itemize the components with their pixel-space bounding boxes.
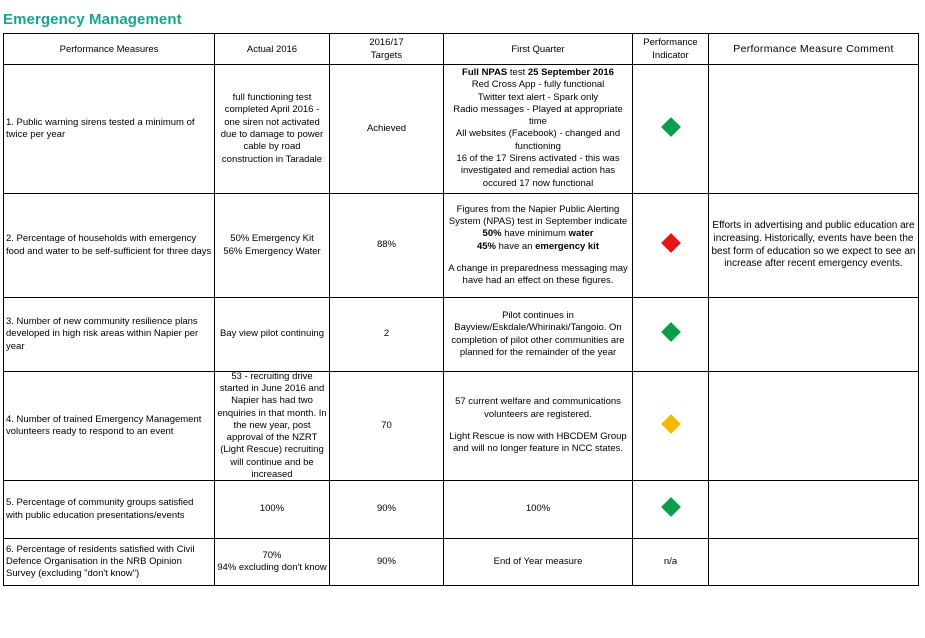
comment-cell xyxy=(708,538,919,586)
comment-cell xyxy=(708,297,919,372)
quarter-line: 45% have an emergency kit xyxy=(446,241,630,253)
comment-cell xyxy=(708,371,919,481)
table-row: 2. Percentage of households with emergen… xyxy=(3,193,919,298)
header-performance-measures: Performance Measures xyxy=(3,33,215,65)
performance-table: Performance Measures Actual 2016 2016/17… xyxy=(3,33,919,586)
target-cell: 90% xyxy=(329,538,444,586)
actual-line: 94% excluding don't know xyxy=(217,562,327,573)
quarter-line: Radio messages - Played at appropriate t… xyxy=(453,103,623,128)
actual-cell: Bay view pilot continuing xyxy=(214,297,330,372)
quarter-line: Twitter text alert - Spark only xyxy=(477,91,599,103)
measure-cell: 6. Percentage of residents satisfied wit… xyxy=(3,538,215,586)
header-comment: Performance Measure Comment xyxy=(708,33,919,65)
target-cell: 2 xyxy=(329,297,444,372)
quarter-line: Figures from the Napier Public Alerting … xyxy=(448,203,628,227)
actual-cell: 100% xyxy=(214,480,330,539)
header-first-quarter: First Quarter xyxy=(443,33,633,65)
quarter-bold-text: water xyxy=(568,228,594,240)
green-diamond-icon xyxy=(660,497,681,518)
actual-cell: 50% Emergency Kit 56% Emergency Water xyxy=(214,193,330,298)
actual-cell: full functioning test completed April 20… xyxy=(214,64,330,194)
quarter-cell: 100% xyxy=(443,480,633,539)
measure-cell: 3. Number of new community resilience pl… xyxy=(3,297,215,372)
quarter-cell: End of Year measure xyxy=(443,538,633,586)
indicator-cell xyxy=(632,297,709,372)
quarter-bold-text: 45% xyxy=(476,240,496,252)
measure-cell: 5. Percentage of community groups satisf… xyxy=(3,480,215,539)
quarter-bold-text: 50% xyxy=(482,228,502,240)
amber-diamond-icon xyxy=(660,413,681,434)
green-diamond-icon xyxy=(660,322,681,343)
header-indicator-line1: Performance xyxy=(643,37,698,48)
quarter-text: test xyxy=(507,67,528,78)
indicator-cell xyxy=(632,64,709,194)
target-cell: 88% xyxy=(329,193,444,298)
measure-cell: 2. Percentage of households with emergen… xyxy=(3,193,215,298)
actual-cell: 70% 94% excluding don't know xyxy=(214,538,330,586)
quarter-bold-text: emergency kit xyxy=(535,240,599,252)
table-row: 5. Percentage of community groups satisf… xyxy=(3,480,919,539)
header-indicator-line2: Indicator xyxy=(652,50,689,61)
quarter-line: 57 current welfare and communications vo… xyxy=(455,396,621,420)
actual-line: 50% Emergency Kit xyxy=(230,233,314,245)
quarter-line: Full NPAS test 25 September 2016 xyxy=(446,67,630,79)
indicator-cell: n/a xyxy=(632,538,709,586)
indicator-cell xyxy=(632,371,709,481)
quarter-cell: 57 current welfare and communications vo… xyxy=(443,371,633,481)
quarter-spacer xyxy=(446,421,630,431)
header-actual-2016: Actual 2016 xyxy=(214,33,330,65)
quarter-bold-text: 25 September 2016 xyxy=(527,67,614,78)
quarter-bold-text: Full NPAS xyxy=(462,67,508,78)
header-targets: 2016/17 Targets xyxy=(329,33,444,65)
quarter-line: Red Cross App - fully functional xyxy=(471,79,605,91)
table-row: 4. Number of trained Emergency Managemen… xyxy=(3,371,919,481)
measure-cell: 4. Number of trained Emergency Managemen… xyxy=(3,371,215,481)
actual-line: 70% xyxy=(262,549,282,561)
quarter-line: Light Rescue is now with HBCDEM Group an… xyxy=(449,431,627,455)
quarter-line: A change in preparedness messaging may h… xyxy=(448,262,628,287)
target-cell: 90% xyxy=(329,480,444,539)
comment-cell xyxy=(708,480,919,539)
quarter-cell: Full NPAS test 25 September 2016 Red Cro… xyxy=(443,64,633,194)
green-diamond-icon xyxy=(660,116,681,137)
header-targets-year: 2016/17 xyxy=(369,37,404,48)
actual-text: 53 - recruiting drive started in June 20… xyxy=(217,372,327,480)
quarter-cell: Figures from the Napier Public Alerting … xyxy=(443,193,633,298)
comment-cell: Efforts in advertising and public educat… xyxy=(708,193,919,298)
quarter-spacer xyxy=(446,253,630,263)
measure-cell: 1. Public warning sirens tested a minimu… xyxy=(3,64,215,194)
header-performance-indicator: Performance Indicator xyxy=(632,33,709,65)
indicator-cell xyxy=(632,193,709,298)
indicator-cell xyxy=(632,480,709,539)
actual-cell: 53 - recruiting drive started in June 20… xyxy=(214,371,330,481)
header-targets-label: Targets xyxy=(370,50,403,61)
target-cell: Achieved xyxy=(329,64,444,194)
quarter-cell: Pilot continues in Bayview/Eskdale/Whiri… xyxy=(443,297,633,372)
actual-line: 56% Emergency Water xyxy=(223,245,321,257)
quarter-line: All websites (Facebook) - changed and fu… xyxy=(455,128,621,152)
table-row: 3. Number of new community resilience pl… xyxy=(3,297,919,372)
quarter-text: have minimum xyxy=(501,228,569,240)
target-cell: 70 xyxy=(329,371,444,481)
quarter-line: 16 of the 17 Sirens activated - this was… xyxy=(456,153,620,189)
comment-cell xyxy=(708,64,919,194)
quarter-line: 50% have minimum water xyxy=(446,228,630,240)
quarter-text: have an xyxy=(496,240,536,252)
red-diamond-icon xyxy=(660,233,681,254)
header-row: Performance Measures Actual 2016 2016/17… xyxy=(3,33,919,65)
page-title: Emergency Management xyxy=(3,11,182,28)
table-row: 1. Public warning sirens tested a minimu… xyxy=(3,64,919,194)
table-row: 6. Percentage of residents satisfied wit… xyxy=(3,538,919,586)
